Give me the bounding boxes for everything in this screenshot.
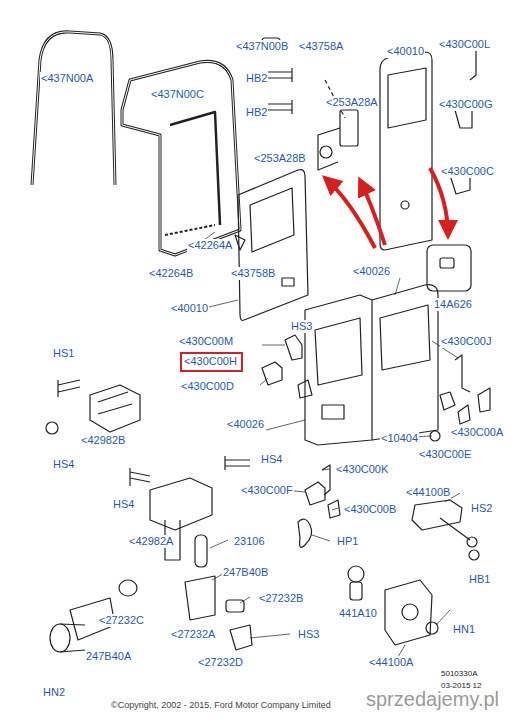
callout-number: HP1 (336, 535, 359, 548)
callout-number: 23106 (233, 535, 266, 548)
callout-number: HN2 (42, 686, 66, 699)
callout-number: <27232B (258, 592, 304, 605)
callout-number: <40026 (352, 265, 391, 278)
callout-number: <430C00K (335, 463, 389, 476)
callout-number: <430C00A (450, 426, 504, 439)
watermark: sprzedajemy.pl (365, 688, 500, 710)
callout-number: <40010 (170, 302, 209, 315)
callout-number: <430C00H (184, 354, 239, 368)
callout-number: <27232C (98, 614, 145, 627)
callout-number: 14A626 (433, 298, 473, 311)
callout-number: <27232D (197, 656, 244, 669)
callout-number: <430C00L (438, 38, 491, 51)
callout-number: <42982B (80, 434, 126, 447)
callout-number: <43758B (230, 267, 276, 280)
callout-number: <253A28B (253, 152, 307, 165)
callout-number: <40026 (226, 418, 265, 431)
highlight-box: <430C00H (180, 352, 243, 372)
callout-number: <42264B (148, 267, 194, 280)
callout-number: <430C00B (343, 503, 397, 516)
callout-number: <253A28A (325, 96, 379, 109)
callout-number: HS3 (290, 320, 313, 333)
callout-number: <430C00C (440, 165, 495, 178)
callout-number: <10404 (380, 432, 419, 445)
callout-number: <437N00A (40, 72, 94, 85)
drawing-code: 5010330A (440, 669, 478, 679)
callout-number: <430C00J (440, 335, 492, 348)
callout-number: HS4 (112, 498, 135, 511)
callout-number: HB2 (245, 106, 268, 119)
callout-number: 247B40A (85, 650, 132, 663)
callout-number: HS3 (297, 628, 320, 641)
callout-number: HN1 (452, 623, 476, 636)
callout-number: HS1 (52, 347, 75, 360)
callout-number: <42264A (187, 239, 233, 252)
callout-number: <430C00G (438, 98, 494, 111)
callout-number: HB2 (245, 72, 268, 85)
callout-number: <430C00D (180, 380, 235, 393)
callout-number: <437N00C (150, 88, 205, 101)
callout-number: 441A10 (338, 607, 378, 620)
callout-number: <44100B (405, 486, 451, 499)
callout-number: HS4 (52, 458, 75, 471)
callout-number: HS4 (260, 453, 283, 466)
callout-number: <43758A (298, 40, 344, 53)
callout-number: <40010 (386, 45, 425, 58)
callout-number: 247B40B (222, 566, 269, 579)
callout-number: HS2 (470, 502, 493, 515)
callout-number: <44100A (368, 656, 414, 669)
callout-number: <430C00F (240, 484, 294, 497)
callout-number: <27232A (170, 628, 216, 641)
copyright-note: ©Copyright, 2002 - 2015, Ford Motor Comp… (110, 700, 332, 711)
callout-number: <42982A (128, 535, 174, 548)
callout-number: <430C00E (418, 448, 472, 461)
callout-number: HB1 (468, 573, 491, 586)
callout-number: <437N00B (235, 40, 289, 53)
callout-number: <430C00M (178, 335, 234, 348)
